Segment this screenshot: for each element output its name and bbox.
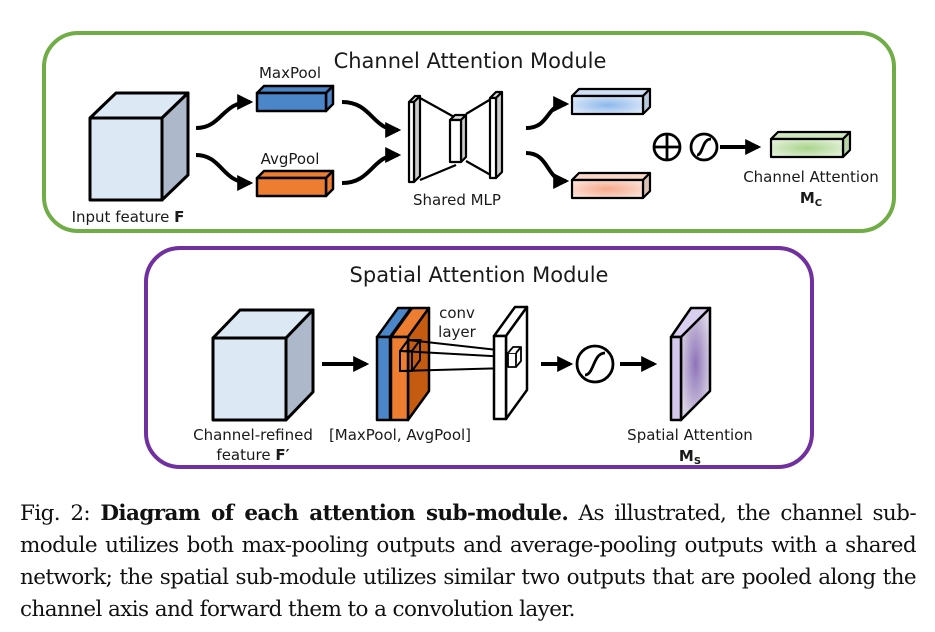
spatial-module-border — [144, 246, 814, 469]
maxpool-label: MaxPool — [259, 64, 321, 82]
caption-bold: Diagram of each attention sub-module. — [100, 501, 569, 526]
attention-diagram: Channel Attention Module Input feature F… — [42, 31, 896, 469]
conv-layer-label-1: conv — [439, 304, 475, 322]
shared-mlp — [407, 90, 504, 184]
channel-module-border — [42, 31, 896, 233]
channel-module-title: Channel Attention Module — [334, 49, 607, 73]
arrow-mlp-to-out2 — [525, 151, 570, 189]
maxpool-vector — [255, 84, 335, 113]
pool-maps-label: [MaxPool, AvgPool] — [329, 426, 471, 444]
spatial-attention-symbol: Ms — [679, 447, 701, 467]
input-feature-label: Input feature F — [72, 208, 185, 226]
refined-feature-label-1: Channel-refined — [193, 426, 313, 444]
avgpool-vector — [255, 169, 335, 198]
arrow-avgpool-to-mlp — [341, 147, 402, 185]
arrow-to-avgpool — [195, 153, 254, 191]
spatial-attention-map — [669, 306, 712, 422]
arrow-mlp-to-out1 — [525, 96, 570, 130]
channel-attention-vector — [769, 130, 852, 159]
spatial-sigmoid-icon — [575, 344, 615, 384]
input-feature-cube — [88, 91, 190, 202]
refined-feature-label-2: feature F′ — [216, 446, 289, 464]
conv-output-map — [492, 305, 529, 421]
figure-caption: Fig. 2: Diagram of each attention sub-mo… — [20, 498, 917, 626]
sigmoid-icon — [689, 132, 719, 162]
channel-attention-symbol: Mc — [800, 189, 822, 209]
channel-attention-label: Channel Attention — [743, 168, 879, 186]
mlp-output-max — [570, 87, 652, 116]
spatial-attention-label: Spatial Attention — [627, 426, 753, 444]
caption-prefix: Fig. 2: — [20, 501, 101, 526]
arrow-maxpool-to-mlp — [341, 100, 402, 138]
conv-layer-label-2: layer — [438, 323, 476, 341]
shared-mlp-label: Shared MLP — [413, 191, 501, 209]
caption-text: As illustrated, the channel sub-module u… — [20, 501, 917, 622]
conv-kernel — [399, 339, 517, 372]
spatial-module-title: Spatial Attention Module — [350, 263, 609, 287]
arrow-to-maxpool — [195, 94, 254, 130]
pooled-feature-maps — [375, 306, 431, 422]
mlp-output-avg — [570, 171, 652, 200]
elementwise-sum-icon — [652, 132, 682, 162]
refined-feature-cube — [211, 308, 315, 422]
avgpool-label: AvgPool — [261, 150, 320, 168]
